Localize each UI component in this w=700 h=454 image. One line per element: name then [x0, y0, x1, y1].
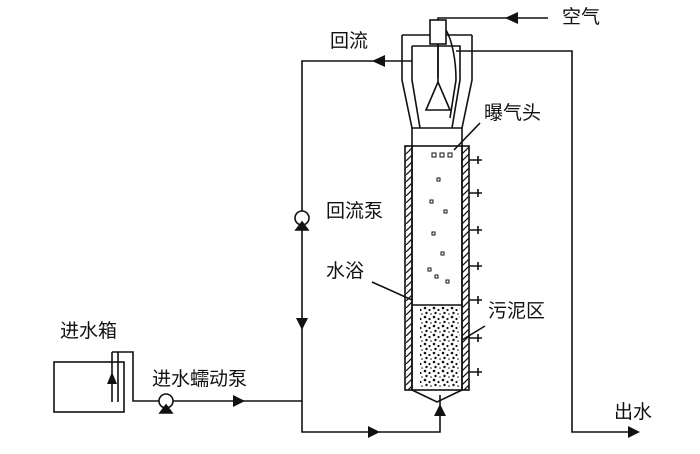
sampling-valves [469, 156, 482, 376]
air-line [437, 17, 548, 78]
label-inlet-pump: 进水蠕动泵 [152, 368, 248, 390]
label-water-bath: 水浴 [326, 260, 365, 282]
label-aerator: 曝气头 [484, 102, 542, 124]
reflux-pump [294, 210, 310, 231]
label-inlet-tank: 进水箱 [60, 320, 118, 342]
funnel [424, 79, 452, 111]
bottom-cone [411, 389, 463, 403]
label-reflux-pump: 回流泵 [326, 200, 384, 222]
inlet-line [112, 351, 302, 402]
label-air: 空气 [562, 6, 601, 28]
reflux-line [301, 60, 441, 433]
outlet-line [456, 50, 638, 433]
sludge-zone [420, 305, 460, 387]
inlet-tank [53, 361, 125, 413]
bubbles [427, 152, 453, 284]
label-reflux: 回流 [330, 30, 369, 52]
label-sludge-zone: 污泥区 [488, 300, 546, 322]
label-outlet: 出水 [614, 401, 653, 423]
inlet-pump [158, 393, 174, 414]
settler-head [401, 35, 473, 129]
